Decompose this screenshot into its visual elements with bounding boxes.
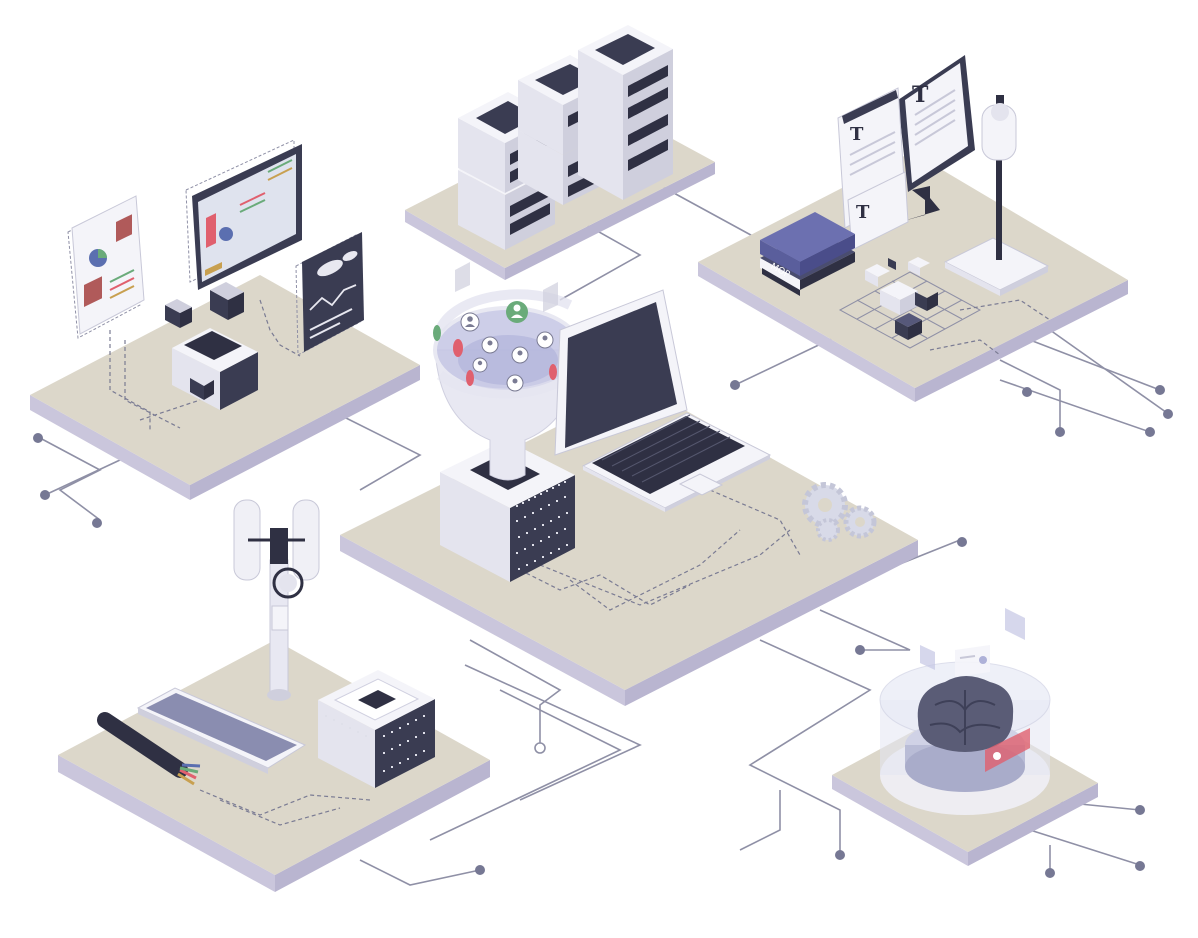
cell-tower-icon	[233, 499, 320, 701]
funnel-icon	[433, 262, 583, 481]
tablet-icon	[136, 687, 307, 774]
doc-letter-top: T	[912, 82, 929, 108]
data-cube	[165, 282, 258, 410]
platform-documents: T T T МОР	[698, 55, 1128, 402]
platform-telecom	[58, 499, 490, 892]
sensor-stand	[943, 95, 1050, 296]
dashboard-monitor	[185, 139, 302, 290]
doc-letter-left: T	[850, 124, 864, 145]
keyboard	[601, 414, 731, 483]
monitor-icon: T	[898, 55, 975, 222]
small-cubes	[865, 257, 938, 340]
brain-icon	[879, 608, 1051, 815]
platform-dashboards	[30, 139, 420, 500]
server-rack-icon	[458, 25, 673, 250]
text-documents: T T	[837, 87, 909, 251]
chip-icon	[318, 670, 435, 788]
platform-servers	[405, 25, 715, 280]
laptop-icon	[554, 289, 772, 512]
gear-icon	[802, 482, 877, 542]
book-icon: МОР	[760, 212, 855, 296]
doc-letter-bottom: T	[856, 202, 870, 223]
platform-brain	[832, 608, 1098, 866]
world-map-icon	[295, 232, 364, 356]
platform-main	[340, 262, 918, 706]
report-document	[67, 195, 145, 339]
fiber-cable	[97, 712, 201, 786]
circuit-nodes	[33, 380, 1173, 878]
binary-pattern	[516, 481, 568, 570]
